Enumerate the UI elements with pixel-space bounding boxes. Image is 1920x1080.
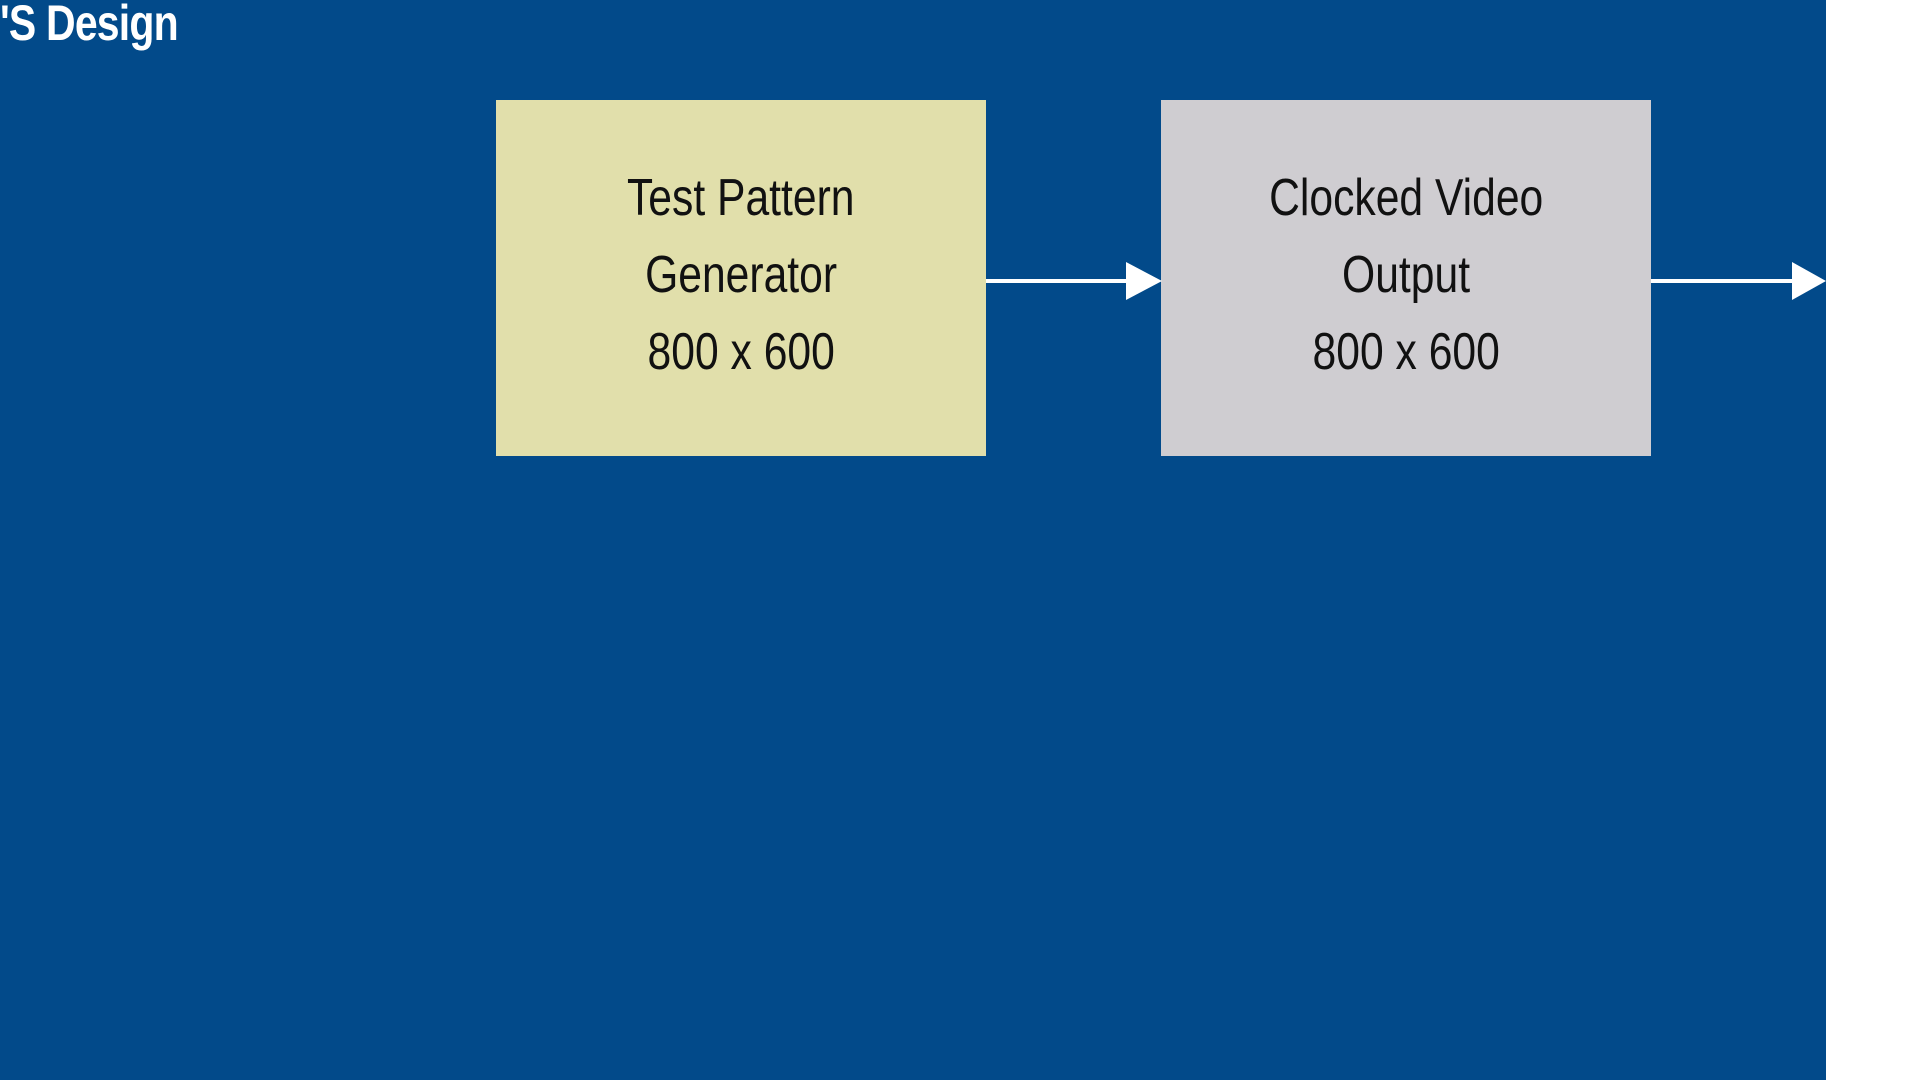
panel-title: 'S Design: [0, 0, 179, 51]
block-label-line: Output: [1341, 245, 1470, 304]
design-panel: 'S Design Test Pattern Generator 800 x 6…: [0, 0, 1826, 1080]
test-pattern-generator-block: Test Pattern Generator 800 x 600: [496, 100, 986, 456]
block-label-line: Generator: [644, 245, 837, 304]
block-label-line: Test Pattern: [627, 168, 855, 227]
clocked-video-output-block: Clocked Video Output 800 x 600: [1161, 100, 1651, 456]
block-label-line: Clocked Video: [1268, 168, 1544, 227]
block-resolution-label: 800 x 600: [647, 322, 835, 381]
block-resolution-label: 800 x 600: [1312, 322, 1500, 381]
